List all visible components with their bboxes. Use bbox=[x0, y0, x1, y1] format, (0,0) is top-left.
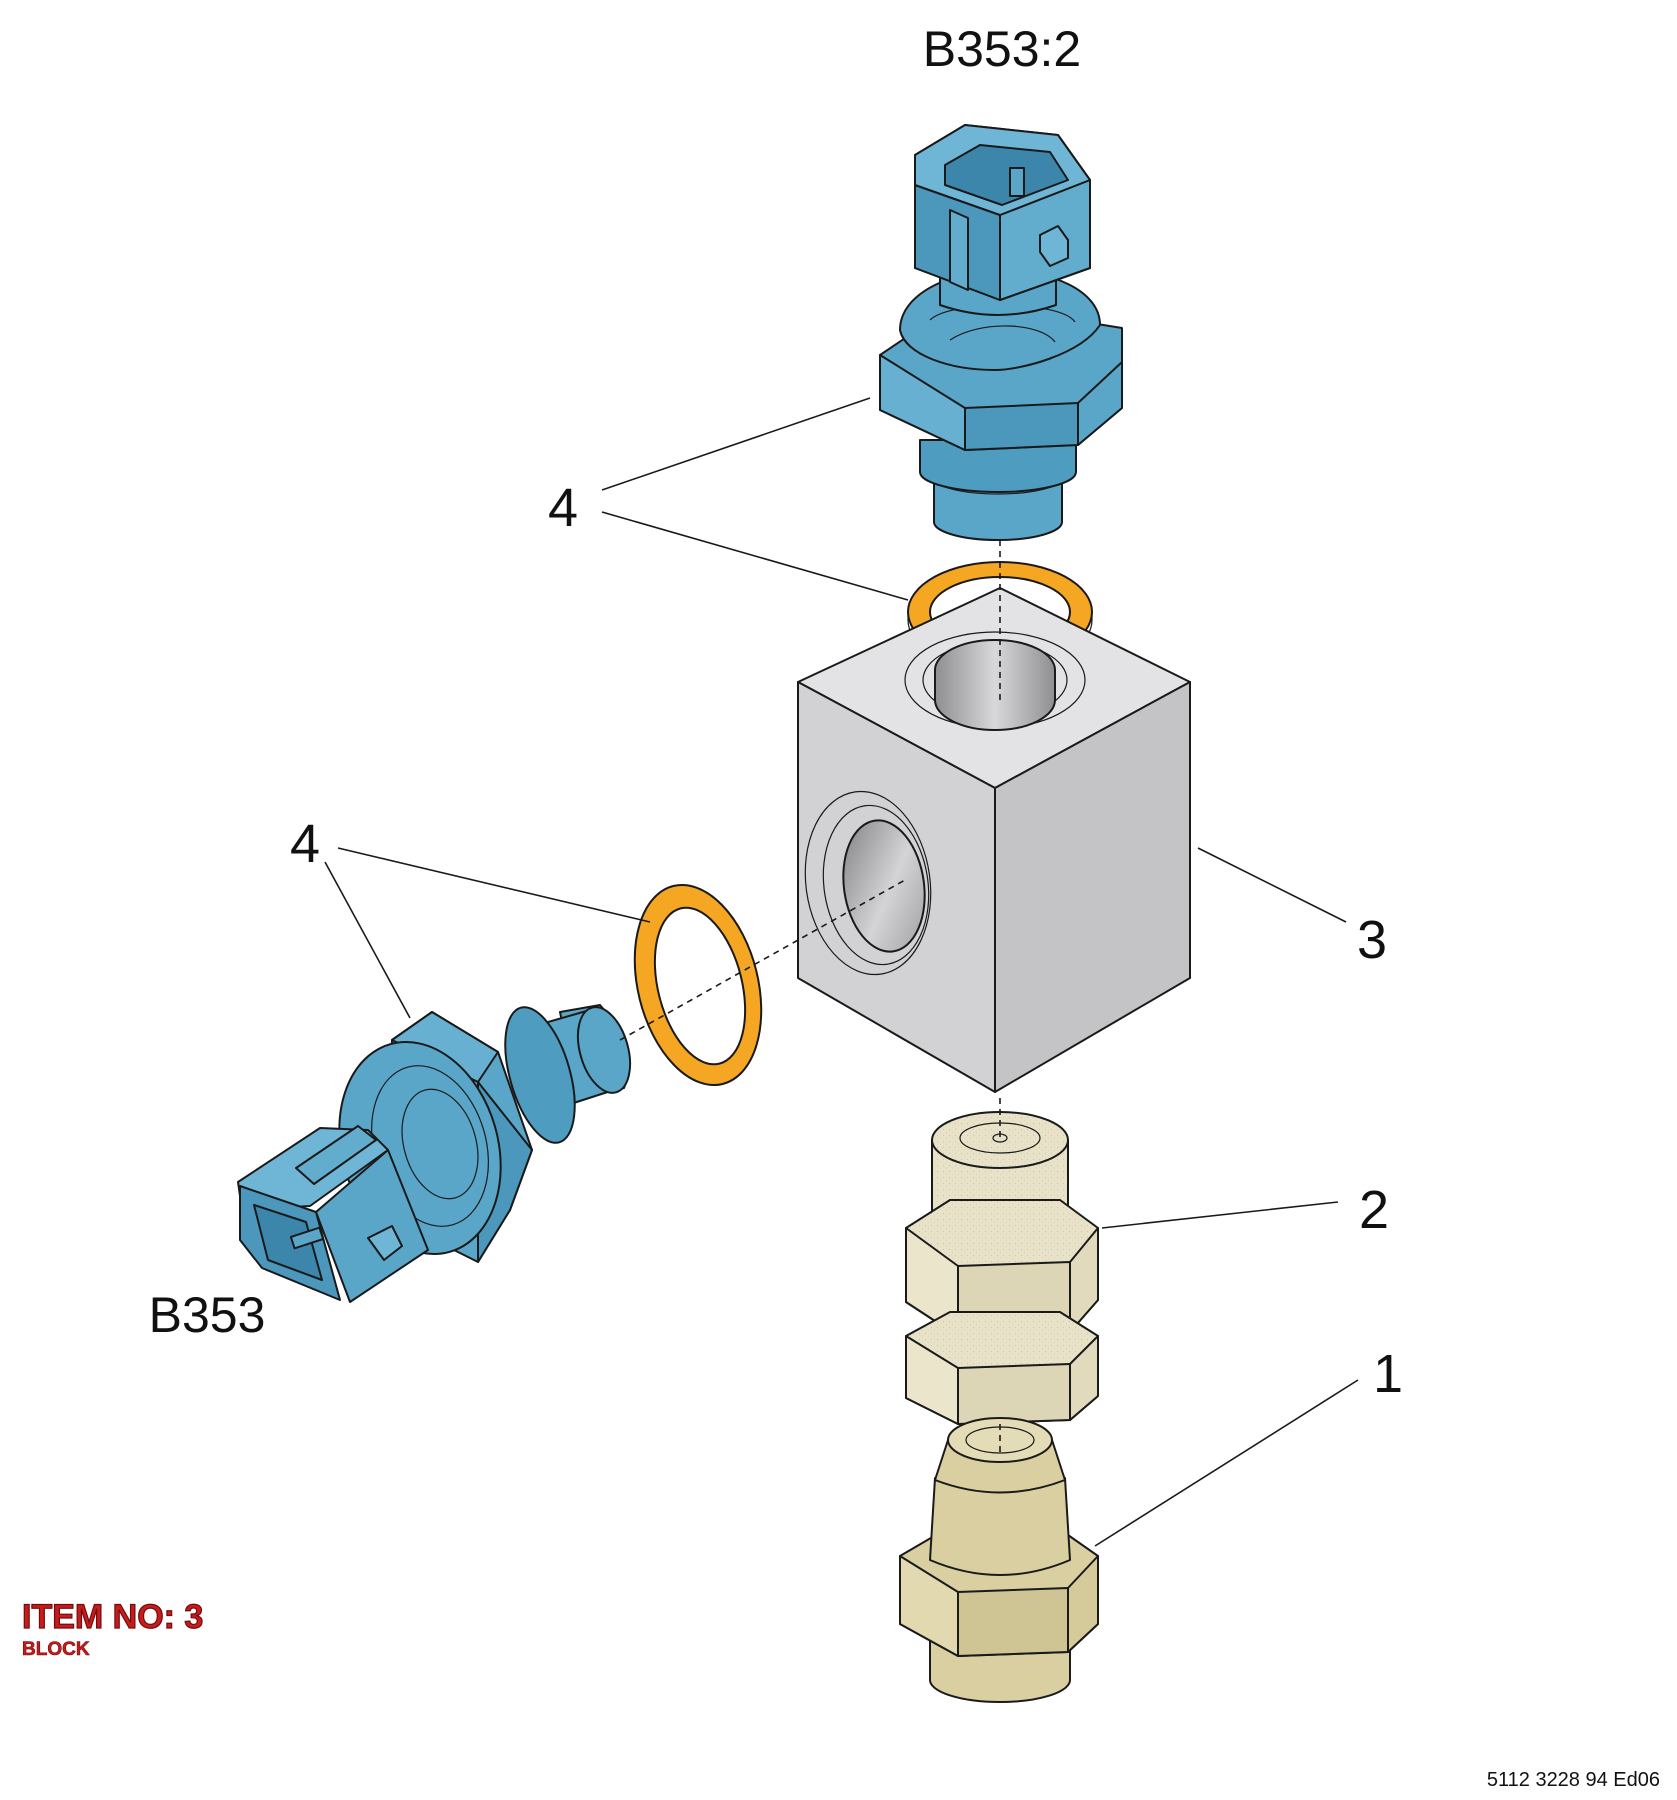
callout-block: 3 bbox=[1357, 910, 1387, 970]
top-sensor-label: B353:2 bbox=[923, 21, 1081, 77]
callout-washer-top: 4 bbox=[548, 478, 578, 538]
fitting bbox=[899, 1417, 1099, 1703]
washer-side bbox=[633, 883, 763, 1087]
callout-washer-side: 4 bbox=[290, 814, 320, 874]
callout-nipple: 2 bbox=[1359, 1180, 1389, 1240]
block bbox=[797, 587, 1191, 1093]
callout-fitting: 1 bbox=[1373, 1344, 1403, 1404]
nipple bbox=[905, 1111, 1099, 1425]
item-number-subtitle: BLOCK bbox=[22, 1639, 90, 1660]
sensor-side bbox=[237, 1004, 632, 1303]
item-number-title: ITEM NO: 3 bbox=[22, 1598, 203, 1636]
leader-lines bbox=[324, 397, 1359, 1547]
side-sensor-label: B353 bbox=[149, 1287, 266, 1343]
document-number: 5112 3228 94 Ed06 bbox=[1487, 1769, 1660, 1791]
assembly-axes bbox=[619, 540, 1001, 1455]
sensor-top bbox=[879, 124, 1123, 541]
